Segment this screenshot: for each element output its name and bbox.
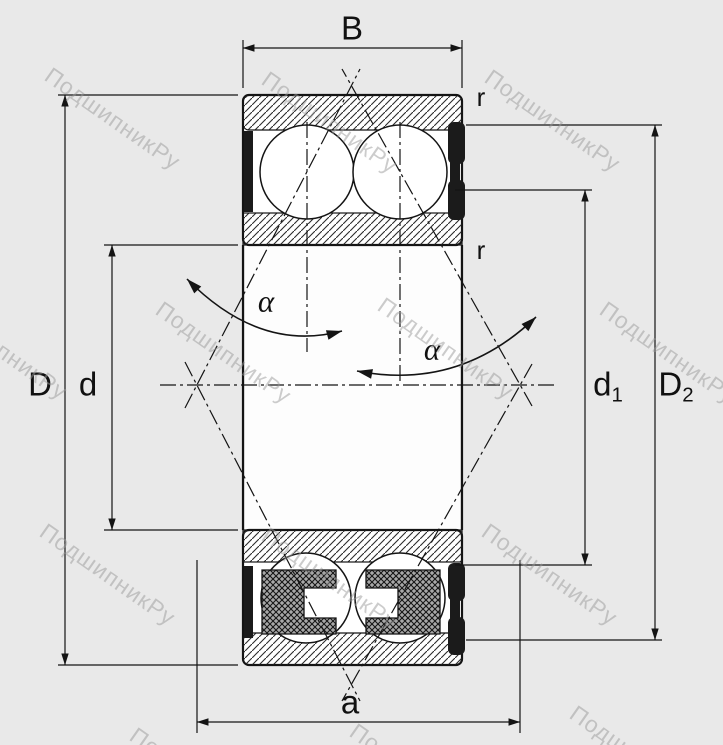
- label-base: D: [658, 365, 683, 403]
- seal-top-left: [244, 131, 253, 212]
- seal-top-right: [448, 122, 465, 220]
- dimension-D2: [466, 124, 662, 641]
- corner-radius-label-outer: r: [476, 82, 486, 112]
- outer-ring-hatch-bottom: [242, 632, 463, 666]
- dimension-D: [58, 94, 238, 666]
- contact-angle-arcs: [186, 278, 537, 379]
- contact-line-lower-right: [341, 363, 533, 702]
- seal-cross-section-right: [365, 569, 441, 635]
- corner-radius-label-inner: r: [476, 235, 486, 265]
- dimension-a: [196, 560, 521, 733]
- inner-shoulder-diameter-label: d1: [593, 365, 623, 405]
- seal-cross-section-left: [261, 569, 337, 635]
- dimension-d: [104, 244, 238, 531]
- width-label: B: [340, 9, 364, 47]
- label-subscript: 1: [611, 383, 623, 407]
- outer-shoulder-diameter-label: D2: [658, 365, 693, 405]
- seal-bottom-left: [244, 566, 253, 638]
- contact-angle-label-right: α: [423, 331, 441, 367]
- dimension-d1: [455, 189, 592, 566]
- label-subscript: 2: [682, 383, 694, 407]
- inner-ring-hatch-bottom: [242, 529, 463, 563]
- alpha-arc-left: [186, 278, 343, 340]
- bore-diameter-label: d: [78, 365, 98, 403]
- dimension-B: [242, 40, 463, 88]
- pressure-center-distance-label: a: [340, 683, 360, 721]
- contact-line-upper-left: [184, 68, 361, 409]
- seal-body: [450, 590, 460, 630]
- alpha-arc-right: [356, 316, 537, 379]
- inner-ring-hatch-top: [242, 212, 463, 246]
- contact-line-lower-left: [184, 361, 361, 702]
- contact-angle-label-left: α: [257, 283, 275, 319]
- seal-bottom-right: [448, 563, 465, 655]
- outer-ring-hatch-top: [242, 94, 463, 131]
- bottom-ring-section: [241, 528, 465, 667]
- label-base: d: [593, 365, 612, 403]
- dimensions: [58, 40, 662, 733]
- top-ring-section: [241, 93, 465, 247]
- outer-diameter-label: D: [28, 365, 52, 403]
- bore-interior: [245, 245, 460, 530]
- seal-body: [450, 150, 460, 190]
